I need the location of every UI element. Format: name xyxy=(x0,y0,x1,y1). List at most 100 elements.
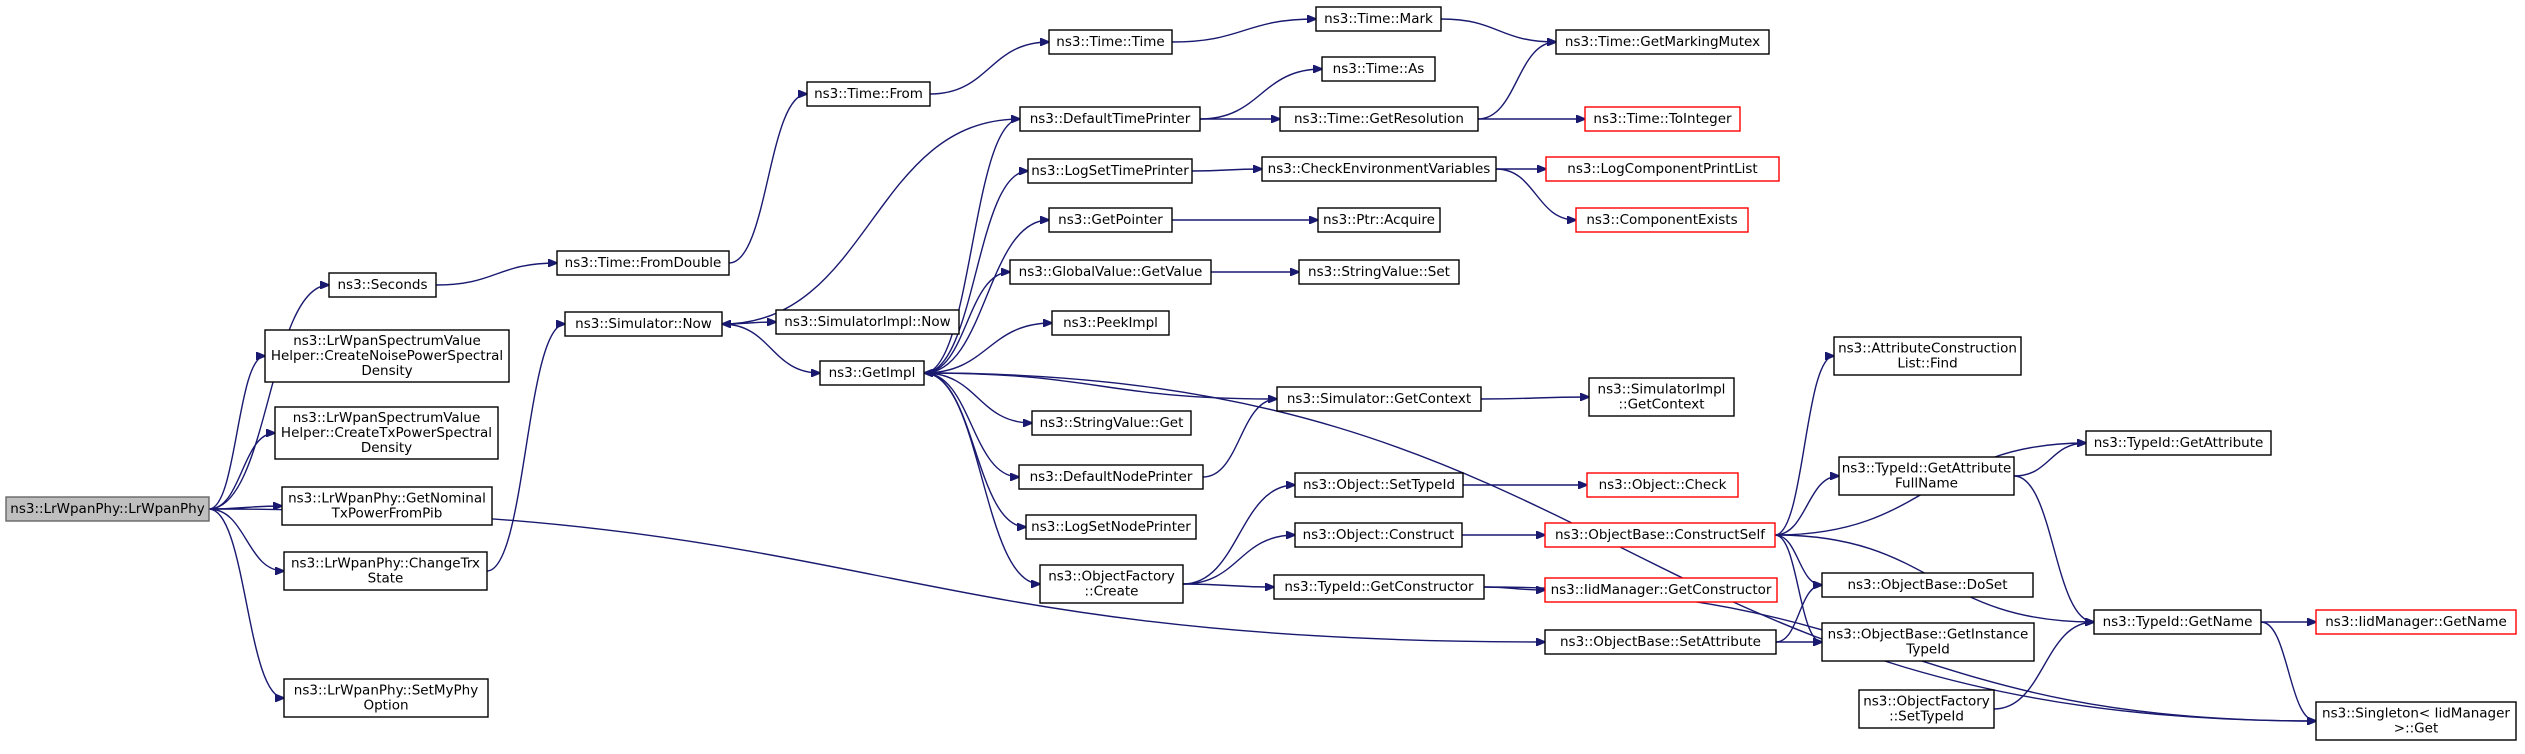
node-txpsd[interactable]: ns3::LrWpanSpectrumValueHelper::CreateTx… xyxy=(274,406,499,460)
node-typeidgetattr[interactable]: ns3::TypeId::GetAttribute xyxy=(2085,430,2272,456)
node-label: ns3::GlobalValue::GetValue xyxy=(1019,264,1203,280)
node-globalvalue[interactable]: ns3::GlobalValue::GetValue xyxy=(1009,259,1212,285)
node-box xyxy=(1858,689,1995,729)
node-timemark[interactable]: ns3::Time::Mark xyxy=(1315,6,1442,32)
node-simimplgetcontext[interactable]: ns3::SimulatorImpl::GetContext xyxy=(1588,377,1735,417)
node-label: ns3::TypeId::GetConstructor xyxy=(1284,579,1474,595)
node-logcomplist[interactable]: ns3::LogComponentPrintList xyxy=(1545,156,1780,182)
node-objfactorysettypeid[interactable]: ns3::ObjectFactory::SetTypeId xyxy=(1858,689,1995,729)
node-box xyxy=(1019,106,1201,132)
node-objbasedoset[interactable]: ns3::ObjectBase::DoSet xyxy=(1821,572,2034,598)
node-label: ns3::ComponentExists xyxy=(1586,212,1737,228)
node-singletonget[interactable]: ns3::Singleton< IidManager>::Get xyxy=(2315,701,2517,741)
node-label: ns3::Simulator::Now xyxy=(575,316,712,332)
edge-defaulttimeprinter-to-simnow xyxy=(722,118,1021,324)
node-peekimpl[interactable]: ns3::PeekImpl xyxy=(1051,310,1170,336)
node-checkenv[interactable]: ns3::CheckEnvironmentVariables xyxy=(1261,156,1497,182)
node-box xyxy=(2315,609,2517,635)
node-objfactorycreate[interactable]: ns3::ObjectFactory::Create xyxy=(1039,564,1184,604)
node-getpointer[interactable]: ns3::GetPointer xyxy=(1048,207,1173,233)
node-box xyxy=(1048,29,1173,55)
node-defaultnodeprinter[interactable]: ns3::DefaultNodePrinter xyxy=(1018,464,1204,490)
node-defaulttimeprinter[interactable]: ns3::DefaultTimePrinter xyxy=(1019,106,1201,132)
node-label: ns3::TypeId::GetAttribute xyxy=(2094,435,2264,451)
node-stringvalueset[interactable]: ns3::StringValue::Set xyxy=(1298,259,1460,285)
node-logsetnodeprinter[interactable]: ns3::LogSetNodePrinter xyxy=(1025,514,1197,540)
node-box xyxy=(5,496,210,522)
node-simgetcontext[interactable]: ns3::Simulator::GetContext xyxy=(1276,386,1482,412)
node-timefrom[interactable]: ns3::Time::From xyxy=(806,81,931,107)
edge-timefrom-to-timetime xyxy=(929,42,1049,95)
node-label: ns3::LrWpanSpectrumValue xyxy=(293,333,481,349)
node-box xyxy=(1317,207,1441,233)
node-typeidgetconstructor[interactable]: ns3::TypeId::GetConstructor xyxy=(1273,574,1485,600)
node-stringvalueget[interactable]: ns3::StringValue::Get xyxy=(1031,410,1192,436)
node-compexists[interactable]: ns3::ComponentExists xyxy=(1575,207,1749,233)
node-box xyxy=(281,486,493,526)
node-iidgetconstructor[interactable]: ns3::IidManager::GetConstructor xyxy=(1544,577,1778,603)
node-objcheck[interactable]: ns3::Object::Check xyxy=(1586,472,1739,498)
edge-constructself-to-getinstancetypeid xyxy=(1774,534,1822,642)
node-fromdouble[interactable]: ns3::Time::FromDouble xyxy=(556,250,730,276)
node-box xyxy=(1575,207,1749,233)
node-box xyxy=(564,311,723,337)
edge-root-to-setmyphy xyxy=(208,508,284,698)
edge-getimpl-to-stringvalueget xyxy=(923,372,1032,423)
node-simimplnow[interactable]: ns3::SimulatorImpl::Now xyxy=(775,309,960,335)
node-label: Helper::CreateNoisePowerSpectral xyxy=(271,348,503,364)
node-label: FullName xyxy=(1895,476,1958,492)
node-label: ::GetContext xyxy=(1618,397,1704,413)
edge-getimpl-to-defaultnodeprinter xyxy=(923,372,1019,477)
node-label: ns3::PeekImpl xyxy=(1063,315,1158,331)
node-simnow[interactable]: ns3::Simulator::Now xyxy=(564,311,723,337)
node-label: ns3::LogComponentPrintList xyxy=(1567,161,1757,177)
node-markingmutex[interactable]: ns3::Time::GetMarkingMutex xyxy=(1555,29,1770,55)
node-objsettypeid[interactable]: ns3::Object::SetTypeId xyxy=(1294,472,1464,498)
node-getresolution[interactable]: ns3::Time::GetResolution xyxy=(1279,106,1479,132)
node-label: ns3::StringValue::Get xyxy=(1040,415,1184,431)
node-label: ns3::GetImpl xyxy=(829,365,916,381)
node-label: ns3::LogSetTimePrinter xyxy=(1031,163,1189,179)
node-box xyxy=(1586,472,1739,498)
node-box xyxy=(283,551,488,591)
node-label: ns3::Time::Time xyxy=(1056,34,1164,50)
edge-simnow-to-simimplnow xyxy=(721,322,776,324)
node-root[interactable]: ns3::LrWpanPhy::LrWpanPhy xyxy=(5,496,210,522)
node-objconstruct[interactable]: ns3::Object::Construct xyxy=(1294,522,1463,548)
edge-simgetcontext-to-simimplgetcontext xyxy=(1480,397,1589,399)
edge-getimpl-to-logsettimeprinter xyxy=(923,171,1028,374)
edge-getimpl-to-peekimpl xyxy=(923,323,1052,374)
node-logsettimeprinter[interactable]: ns3::LogSetTimePrinter xyxy=(1027,158,1193,184)
node-label: ns3::Object::Construct xyxy=(1303,527,1455,543)
node-label: ns3::DefaultNodePrinter xyxy=(1030,469,1193,485)
node-label: ns3::LrWpanPhy::GetNominal xyxy=(288,491,486,507)
node-label: ns3::LrWpanPhy::LrWpanPhy xyxy=(10,501,204,517)
edge-getimpl-to-objfactorycreate xyxy=(923,372,1040,584)
node-timetime[interactable]: ns3::Time::Time xyxy=(1048,29,1173,55)
node-label: ns3::ObjectBase::DoSet xyxy=(1847,577,2007,593)
node-tointeger[interactable]: ns3::Time::ToInteger xyxy=(1584,106,1741,132)
node-objbasesetattr[interactable]: ns3::ObjectBase::SetAttribute xyxy=(1544,629,1777,655)
edge-objfactorycreate-to-objsettypeid xyxy=(1182,485,1295,585)
node-label: Density xyxy=(361,440,412,456)
node-constructself[interactable]: ns3::ObjectBase::ConstructSelf xyxy=(1544,522,1776,548)
node-getimpl[interactable]: ns3::GetImpl xyxy=(819,360,925,386)
edge-checkenv-to-compexists xyxy=(1495,168,1576,220)
node-noisepsd[interactable]: ns3::LrWpanSpectrumValueHelper::CreateNo… xyxy=(264,329,510,383)
node-label: ns3::Ptr::Acquire xyxy=(1323,212,1435,228)
node-timeas[interactable]: ns3::Time::As xyxy=(1321,56,1436,82)
edge-getattrfullname-to-typeidgetattr xyxy=(2013,443,2086,477)
node-iidgetname[interactable]: ns3::IidManager::GetName xyxy=(2315,609,2517,635)
node-label: State xyxy=(368,571,404,587)
node-typeidgetname[interactable]: ns3::TypeId::GetName xyxy=(2093,609,2262,635)
node-ptracquire[interactable]: ns3::Ptr::Acquire xyxy=(1317,207,1441,233)
node-box xyxy=(1276,386,1482,412)
edge-getresolution-to-markingmutex xyxy=(1477,42,1556,120)
node-seconds[interactable]: ns3::Seconds xyxy=(328,272,437,298)
